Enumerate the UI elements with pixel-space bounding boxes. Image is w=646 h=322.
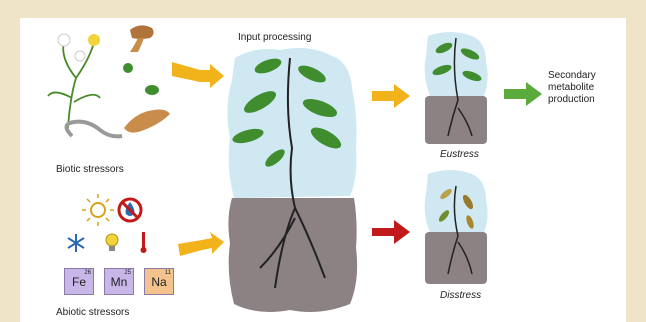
sun-icon — [82, 194, 114, 226]
arrow-abiotic-to-center — [178, 232, 224, 256]
larva-icon — [124, 110, 170, 133]
insect-icon — [123, 63, 159, 95]
arrow-biotic-to-center — [172, 62, 224, 88]
secondary-metabolite-label: Secondary metabolite production — [548, 70, 624, 106]
element-number: 26 — [84, 260, 91, 287]
biotic-stressors-label: Biotic stressors — [56, 164, 124, 176]
snowflake-icon — [68, 234, 84, 252]
eustress-label: Eustress — [440, 149, 479, 161]
thermometer-icon — [141, 232, 147, 253]
bulb-icon — [106, 234, 118, 251]
eustress-soil — [425, 96, 487, 144]
dandelion-icon — [48, 34, 100, 128]
abiotic-stressors-label: Abiotic stressors — [56, 307, 129, 319]
worm-icon — [66, 122, 122, 137]
element-number: 11 — [165, 260, 171, 287]
arrow-center-to-disstress — [372, 220, 410, 244]
input-processing-label: Input processing — [238, 32, 311, 44]
mushroom-icon — [130, 25, 154, 52]
arrow-eustress-to-metabolite — [504, 82, 542, 106]
element-number: 25 — [124, 260, 131, 287]
diagram-panel: Input processing Biotic stressors Abioti… — [20, 18, 626, 322]
no-water-icon — [119, 199, 141, 221]
arrow-center-to-eustress — [372, 84, 410, 108]
disstress-label: Disstress — [440, 290, 481, 302]
central-sky-blob — [227, 48, 356, 198]
